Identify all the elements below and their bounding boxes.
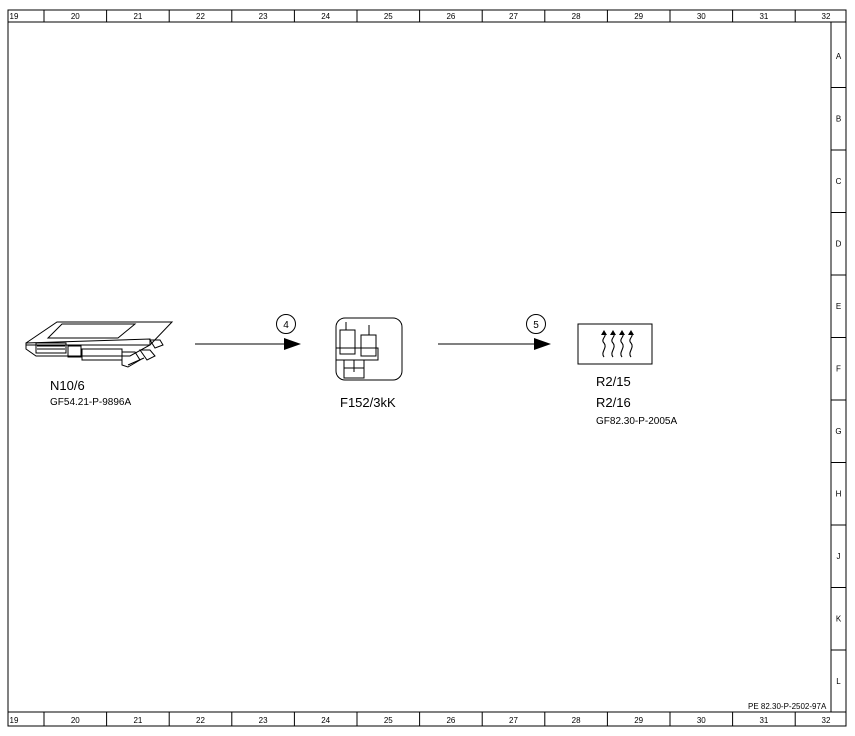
row-label-G: G [835,427,841,436]
control-module-icon [25,321,174,368]
row-label-D: D [836,240,842,249]
row-label-L: L [836,677,841,686]
bottom-column-label-31: 31 [759,716,768,725]
bottom-column-label-21: 21 [133,716,142,725]
bottom-column-label-27: 27 [509,716,518,725]
bottom-column-label-32: 32 [822,716,831,725]
top-column-label-25: 25 [384,12,393,21]
right-ruler-ticks: A B C D E F G H J K L [831,52,846,686]
top-column-label-27: 27 [509,12,518,21]
control-unit-label: N10/6 [50,378,85,393]
heater-ref-link[interactable]: GF82.30-P-2005A [596,416,678,427]
heater-label-2: R2/16 [596,395,631,410]
bottom-column-label-30: 30 [697,716,706,725]
top-column-label-26: 26 [446,12,455,21]
heater-label-1: R2/15 [596,374,631,389]
top-column-label-23: 23 [259,12,268,21]
top-column-label-28: 28 [572,12,581,21]
bottom-column-label-22: 22 [196,716,205,725]
row-label-J: J [837,552,841,561]
connection-number-badge-4 [276,314,296,334]
bottom-column-label-19: 19 [10,716,19,725]
control-unit-ref-link[interactable]: GF54.21-P-9896A [50,397,132,408]
connection-number-4: 4 [283,320,289,331]
bottom-column-label-29: 29 [634,716,643,725]
connection-arrow-5: 5 [438,314,551,350]
relay-icon [335,317,403,381]
connection-arrow-4: 4 [195,314,301,350]
outer-border [7,9,847,727]
bottom-column-label-26: 26 [446,716,455,725]
row-label-E: E [836,302,841,311]
top-column-label-20: 20 [71,12,80,21]
top-column-label-24: 24 [321,12,330,21]
top-column-label-32: 32 [822,12,831,21]
row-label-K: K [836,615,842,624]
row-label-A: A [836,52,842,61]
top-column-label-29: 29 [634,12,643,21]
top-column-label-21: 21 [133,12,142,21]
row-label-C: C [836,177,842,186]
heater-element-icon [577,323,653,365]
bottom-ruler-ticks: 19 20 21 22 23 24 25 26 27 28 29 30 31 32 [10,712,831,726]
top-ruler-ticks: 19 20 21 22 23 24 25 26 27 28 29 30 31 32 [10,10,831,22]
top-column-label-19: 19 [10,12,19,21]
relay-label: F152/3kK [340,395,396,410]
connection-number-5: 5 [533,320,539,331]
bottom-column-label-24: 24 [321,716,330,725]
bottom-column-label-23: 23 [259,716,268,725]
top-column-label-30: 30 [697,12,706,21]
row-label-H: H [836,490,842,499]
bottom-column-label-25: 25 [384,716,393,725]
top-column-label-31: 31 [759,12,768,21]
bottom-column-label-28: 28 [572,716,581,725]
bottom-column-label-20: 20 [71,716,80,725]
top-column-label-22: 22 [196,12,205,21]
document-id: PE 82.30-P-2502-97A [748,702,827,711]
row-label-B: B [836,115,841,124]
row-label-F: F [836,365,841,374]
connection-number-badge-5 [526,314,546,334]
